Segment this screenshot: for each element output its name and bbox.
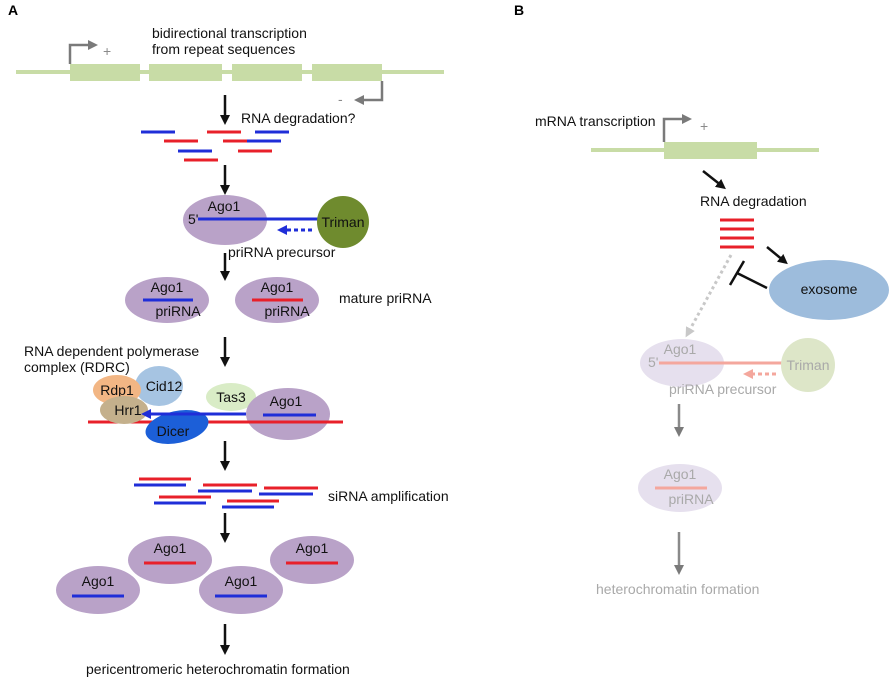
amplified-ago1-2 [270, 536, 354, 584]
triman-label: Triman [321, 214, 364, 230]
forward-plus-sign: + [103, 43, 111, 59]
rdp1-label: Rdp1 [100, 382, 134, 398]
panel-a-label: A [8, 2, 18, 18]
rna-degradation-label: RNA degradation? [241, 110, 356, 126]
pririna-precursor-label: priRNA precursor [228, 244, 336, 260]
faded-triman-label: Triman [786, 357, 829, 373]
inhibition-symbol [728, 260, 768, 290]
repeat-block-1 [70, 64, 140, 81]
rna-fragments [141, 130, 289, 162]
mature-ago1-red-label: Ago1 [261, 279, 294, 295]
cid12-protein [135, 366, 183, 406]
gene-promoter-arrow [662, 114, 692, 142]
amplified-ago1-2-label: Ago1 [296, 540, 329, 556]
triman-enzyme [317, 196, 369, 248]
tas3-label: Tas3 [216, 389, 246, 405]
amplified-ago1-3-label: Ago1 [82, 573, 115, 589]
repeat-block-2 [149, 64, 222, 81]
mature-pririna-red-label: priRNA [264, 303, 310, 319]
faded-pririna-precursor-label: priRNA precursor [669, 381, 777, 397]
mature-pririna-label: mature priRNA [339, 290, 432, 306]
mature-ago1-blue-label: Ago1 [151, 279, 184, 295]
sirna-duplexes [134, 477, 318, 509]
gene-plus-sign: + [700, 118, 708, 134]
dicer-label: Dicer [157, 423, 190, 439]
forward-promoter-arrow [68, 40, 98, 64]
transcription-title-line1: bidirectional transcription [152, 25, 307, 41]
transcription-title-line2: from repeat sequences [152, 41, 295, 57]
gene-block [664, 142, 757, 159]
repeat-block-3 [232, 64, 302, 81]
faded-ago1-precursor-label: Ago1 [664, 341, 697, 357]
degradation-arrow [702, 170, 726, 190]
faded-pririna-label: priRNA [668, 491, 714, 507]
panel-b: B mRNA transcription + RNA degradation e… [514, 2, 889, 597]
tas3-protein [206, 383, 256, 411]
panel-b-label: B [514, 2, 524, 18]
faded-heterochromatin-label: heterochromatin formation [596, 581, 759, 597]
reverse-minus-sign: - [338, 91, 343, 107]
mrna-fragments [720, 218, 754, 249]
exosome-arrow [766, 246, 788, 265]
rdrc-label-line1: RNA dependent polymerase [24, 343, 199, 359]
mrna-transcription-label: mRNA transcription [535, 113, 656, 129]
faded-five-prime-label: 5' [648, 354, 658, 370]
pericentromeric-heterochromatin-label: pericentromeric heterochromatin formatio… [86, 661, 350, 677]
amplified-ago1-1-label: Ago1 [154, 540, 187, 556]
faded-triman-enzyme [781, 338, 835, 392]
rna-degradation-b-label: RNA degradation [700, 193, 807, 209]
rits-ago1-label: Ago1 [270, 393, 303, 409]
panel-a: A bidirectional transcription from repea… [8, 2, 449, 677]
exosome-complex [769, 260, 889, 320]
amplified-ago1-3 [56, 566, 140, 614]
reverse-promoter-arrow [354, 81, 384, 105]
amplified-ago1-1 [128, 536, 212, 584]
mature-pririna-blue-label: priRNA [155, 303, 201, 319]
hrr1-protein [100, 396, 148, 424]
sirna-amplification-label: siRNA amplification [328, 488, 449, 504]
repeat-block-4 [312, 64, 382, 81]
ago1-precursor-label: Ago1 [208, 198, 241, 214]
hrr1-label: Hrr1 [114, 402, 141, 418]
cid12-label: Cid12 [146, 378, 183, 394]
exosome-label: exosome [801, 281, 858, 297]
faded-ago1-mature-label: Ago1 [664, 466, 697, 482]
amplified-ago1-4-label: Ago1 [225, 573, 258, 589]
rdrc-label-line2: complex (RDRC) [24, 359, 130, 375]
dicer-protein [145, 409, 209, 445]
faded-pathway-arrow [685, 254, 733, 338]
five-prime-label: 5' [188, 211, 198, 227]
amplified-ago1-4 [199, 566, 283, 614]
